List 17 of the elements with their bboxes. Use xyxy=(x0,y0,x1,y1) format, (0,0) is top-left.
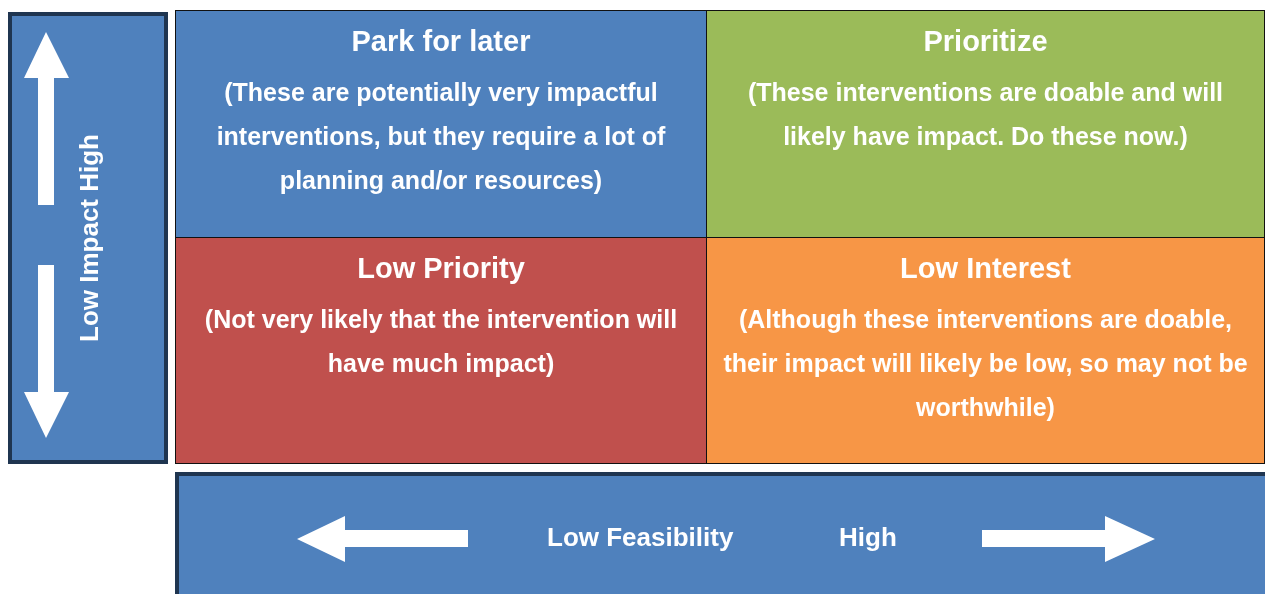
quadrant-title: Low Priority xyxy=(357,252,525,285)
quadrant-box xyxy=(706,237,1265,464)
quadrant-box xyxy=(175,10,707,238)
quadrant-description: (Not very likely that the intervention will have much impact) xyxy=(203,304,679,379)
quadrant-title: Park for later xyxy=(351,25,531,58)
axis-label: Low Feasibility xyxy=(547,522,734,553)
axis-label: Low Impact High xyxy=(74,134,105,342)
axis-band xyxy=(175,472,1265,594)
quadrant-box xyxy=(706,10,1265,238)
quadrant-box xyxy=(175,237,707,464)
quadrant-title: Low Interest xyxy=(900,252,1071,285)
quadrant-description: (These interventions are doable and will likely have impact. Do these now.) xyxy=(746,77,1225,152)
quadrant-description: (Although these interventions are doable, their impact will likely be low, so may not be worthwhile) xyxy=(722,304,1249,423)
quadrant-description: (These are potentially very impactful interventions, but they require a lot of planning and/or resources) xyxy=(215,77,667,196)
axis-band xyxy=(8,12,168,464)
axis-label: High xyxy=(839,522,897,553)
quadrant-title: Prioritize xyxy=(923,25,1048,58)
